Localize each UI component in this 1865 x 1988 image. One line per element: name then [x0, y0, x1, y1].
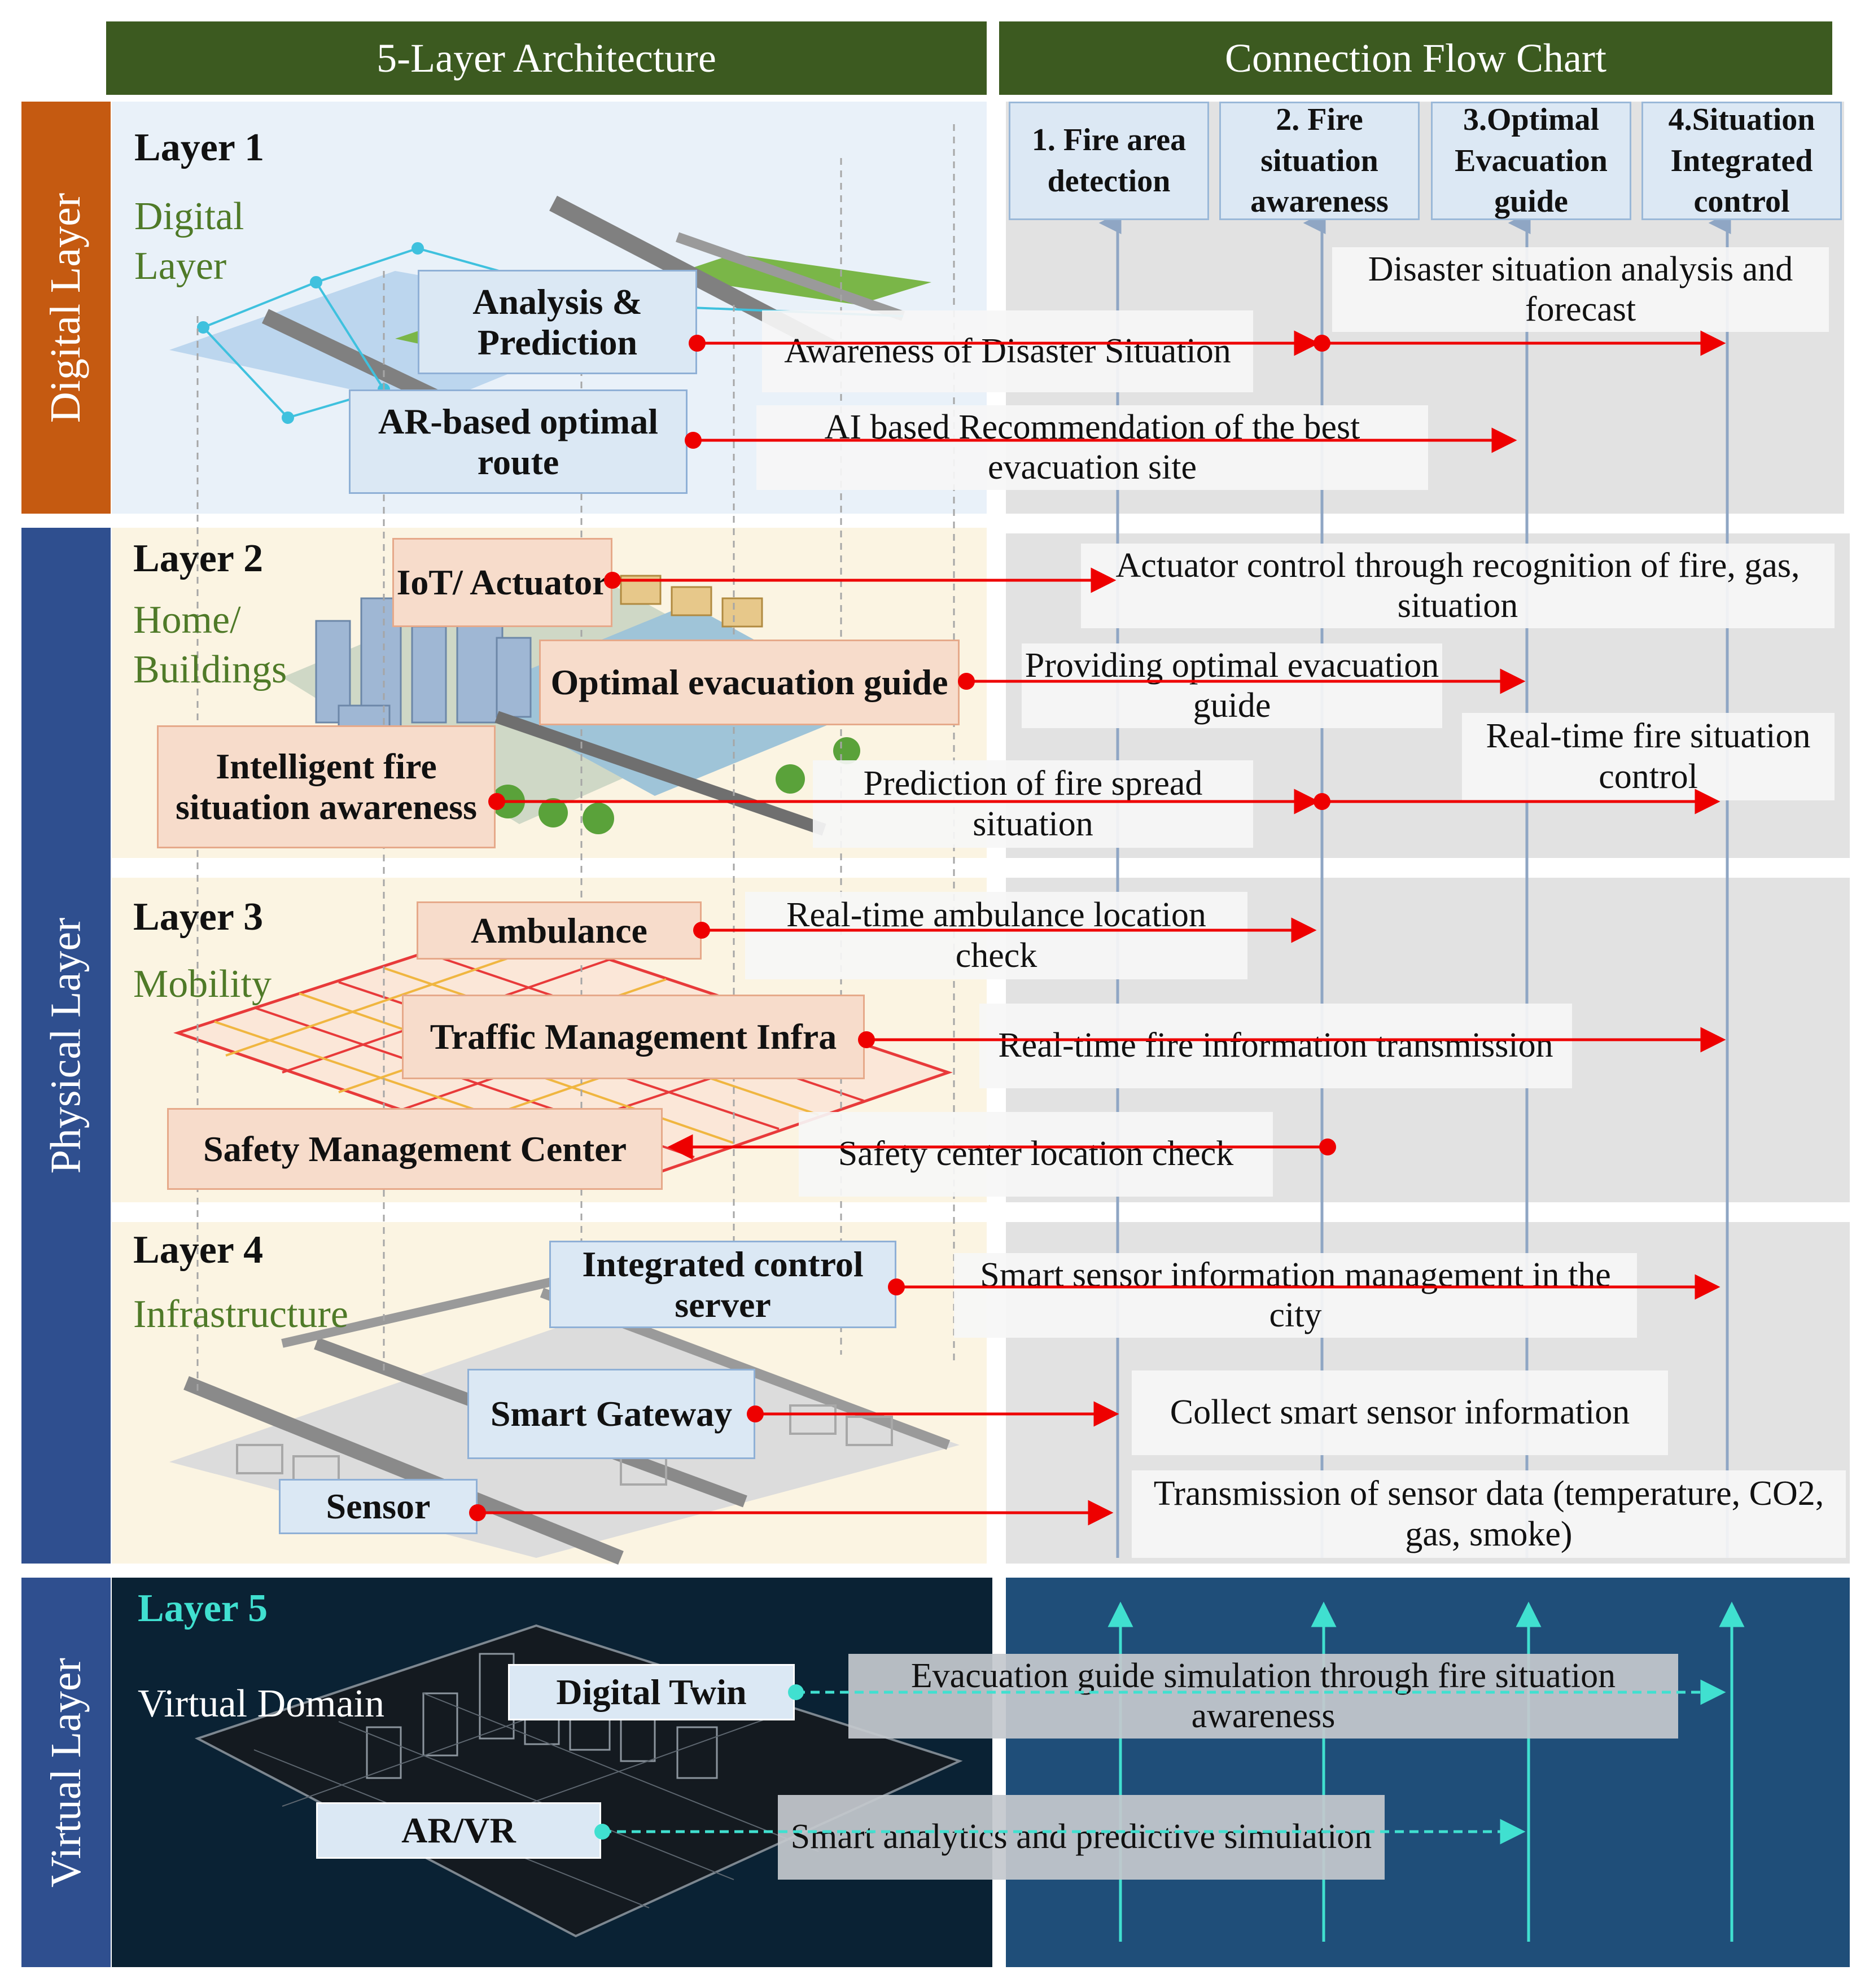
layer4-title: Layer 4: [133, 1228, 264, 1272]
analysis-prediction-box: Analysis & Prediction: [418, 270, 697, 374]
control-server-box: Integrated control server: [549, 1241, 896, 1328]
architecture-header: 5-Layer Architecture: [106, 21, 987, 95]
flow-label-actuator: Actuator control through recognition of …: [1081, 544, 1835, 628]
arvr-box: AR/VR: [316, 1802, 601, 1859]
stage-optimal-evacuation-guide: 3.Optimal Evacuation guide: [1431, 102, 1631, 220]
layer5-subtitle: Virtual Domain: [138, 1682, 385, 1726]
layer4-subtitle: Infrastructure: [133, 1293, 348, 1336]
layer3-title: Layer 3: [133, 895, 264, 939]
flow-label-ambulance-check: Real-time ambulance location check: [745, 892, 1247, 979]
layer2-subtitle: Home/ Buildings: [133, 598, 287, 691]
flow-label-safety-check: Safety center location check: [799, 1112, 1273, 1197]
flow-label-fire-info: Real-time fire information transmission: [979, 1004, 1572, 1088]
stage-fire-area-detection: 1. Fire area detection: [1009, 102, 1209, 220]
physical-layer-band: Physical Layer: [21, 528, 111, 1564]
ar-route-box: AR-based optimal route: [349, 389, 688, 494]
layer2-title: Layer 2: [133, 537, 264, 580]
evacuation-guide-box: Optimal evacuation guide: [539, 640, 960, 725]
flow-label-sensor-mgmt: Smart sensor information management in t…: [954, 1253, 1637, 1338]
layer5-title: Layer 5: [138, 1587, 268, 1630]
virtual-layer-band: Virtual Layer: [21, 1578, 111, 1967]
flow-label-providing-guide: Providing optimal evacuation guide: [1022, 643, 1442, 728]
layer1-title: Layer 1: [134, 126, 265, 169]
flow-label-analytics: Smart analytics and predictive simulatio…: [778, 1795, 1385, 1880]
sensor-box: Sensor: [279, 1479, 478, 1534]
ambulance-box: Ambulance: [417, 901, 702, 960]
flow-label-collect: Collect smart sensor information: [1132, 1370, 1668, 1455]
digital-layer-band: Digital Layer: [21, 102, 111, 514]
stage-situation-integrated-control: 4.Situation Integrated control: [1641, 102, 1842, 220]
iot-actuator-box: IoT/ Actuator: [392, 538, 612, 627]
flow-label-evac-sim: Evacuation guide simulation through fire…: [848, 1654, 1678, 1739]
traffic-infra-box: Traffic Management Infra: [402, 995, 865, 1079]
flow-panel-5: [1006, 1578, 1850, 1967]
flow-label-disaster-analysis: Disaster situation analysis and forecast: [1332, 247, 1829, 332]
smart-gateway-box: Smart Gateway: [467, 1369, 755, 1459]
flow-label-awareness: Awareness of Disaster Situation: [762, 310, 1253, 392]
layer3-subtitle: Mobility: [133, 962, 272, 1006]
digital-twin-box: Digital Twin: [508, 1664, 795, 1720]
stage-fire-situation-awareness: 2. Fire situation awareness: [1219, 102, 1420, 220]
layer1-subtitle: Digital Layer: [134, 195, 244, 288]
fire-awareness-box: Intelligent fire situation awareness: [157, 725, 496, 848]
flow-label-spread: Prediction of fire spread situation: [813, 760, 1253, 848]
safety-center-box: Safety Management Center: [167, 1108, 663, 1190]
flow-label-transmission: Transmission of sensor data (temperature…: [1132, 1470, 1846, 1558]
flow-label-realtime-control: Real-time fire situation control: [1462, 713, 1835, 800]
flow-chart-header: Connection Flow Chart: [999, 21, 1832, 95]
